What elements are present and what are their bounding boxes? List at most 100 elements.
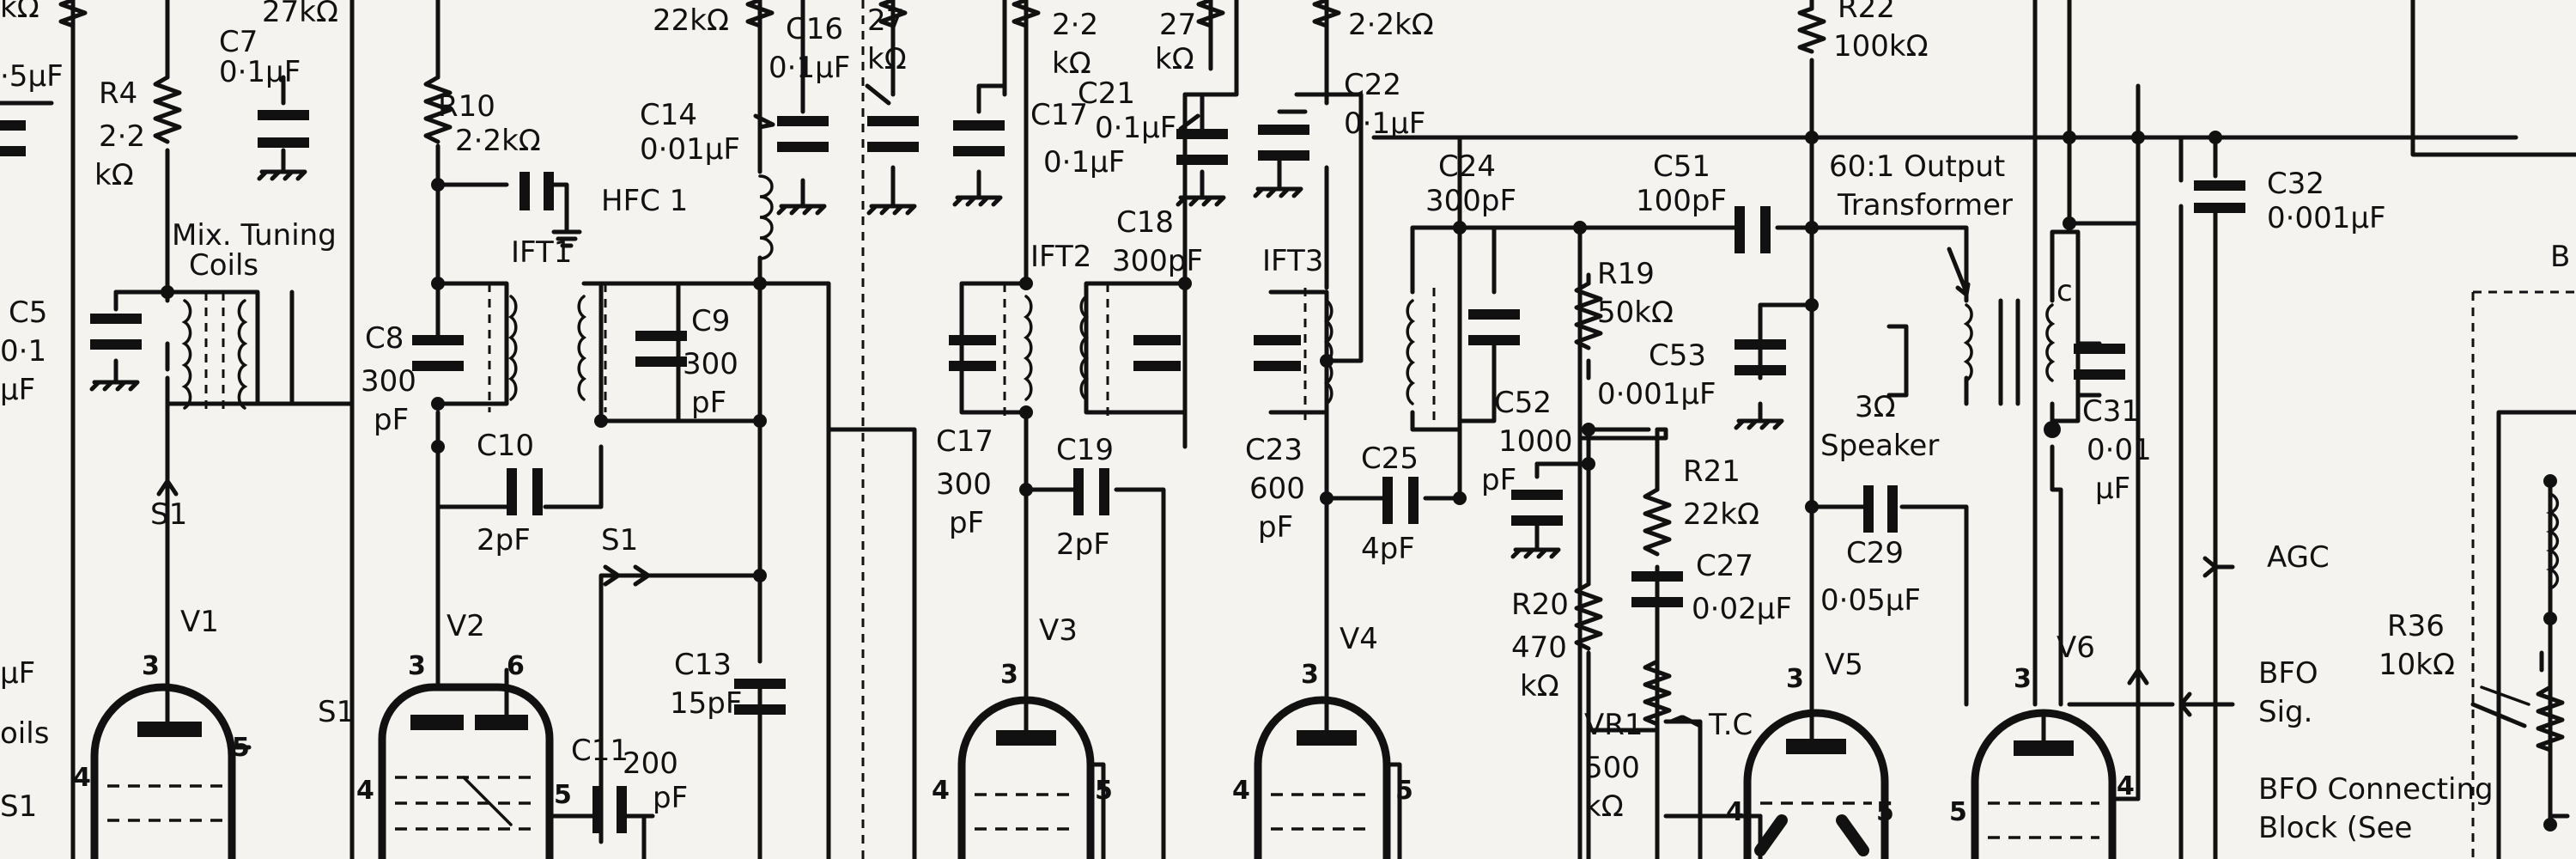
pin-v2-3: 3 [408,651,426,681]
label-c22-val: 0·1μF [1344,107,1425,141]
pin-v6-3: 3 [2014,664,2032,694]
label-27k: 27kΩ [262,0,338,29]
label-r36: R36 [2387,609,2445,643]
label-r20-v2: kΩ [1520,669,1559,704]
resistor-top-e [1312,0,1341,28]
label-c9-v1: 300 [683,347,738,381]
capacitor-c51 [1735,206,1771,253]
label-c5-v2: μF [0,373,35,407]
label-c21-val: 0·1μF [1095,111,1176,145]
capacitor-c5 [90,314,142,350]
label-ift2: IFT2 [1030,240,1091,274]
ground-c22 [1253,186,1303,198]
capacitor-c17 [953,120,1005,156]
pin-v5-3: 3 [1786,664,1804,694]
pin-v3-4: 4 [932,776,950,806]
label-c23: C23 [1245,433,1303,467]
capacitor-c18 [1133,335,1181,371]
resistor-r4 [153,75,182,144]
arrows [156,83,2527,844]
label-c18: C18 [1116,205,1174,240]
label-c14: C14 [640,98,697,132]
ift3-coil-b [1406,299,1416,405]
label-c27-val: 0·02μF [1692,592,1792,626]
capacitor-c22 [1258,125,1309,161]
label-mix-tuning: Mix. Tuning [172,218,337,253]
label-27b-k: kΩ [1155,42,1194,76]
resistor-r36 [2536,685,2565,752]
label-bfo-block-1: BFO Connecting [2258,772,2494,807]
label-r4-v1: 2·2 [99,119,145,154]
label-transformer-1: 60:1 Output [1829,149,2005,184]
capacitor-c29 [1863,485,1898,533]
label-22k: 22kΩ [653,3,729,38]
valve-v2 [378,683,655,859]
label-transformer-2: Transformer [1837,188,2013,222]
capacitor-c13 [734,679,786,715]
label-c21: C21 [1078,76,1135,111]
label-c18-val: 300pF [1112,244,1203,278]
label-speaker: Speaker [1820,429,1939,463]
label-r4-v2: kΩ [94,158,134,192]
label-bfo-block-2: Block (See [2258,811,2412,845]
label-c16: C16 [786,12,843,46]
ground-hfc1 [551,204,582,248]
label-c13: C13 [674,648,732,682]
label-r20: R20 [1511,588,1569,622]
valve-labels: V1 V2 V3 V4 V5 V6 3 4 5 3 6 4 5 3 4 5 3 … [73,605,2135,827]
label-c17b-v1: 300 [936,467,992,502]
label-c11: C11 [571,734,629,768]
label-ift3: IFT3 [1262,244,1323,278]
valve-v6 [1971,709,2141,859]
label-tc: T.C [1708,708,1753,742]
pin-v6-4: 4 [2117,771,2135,801]
valve-v3 [957,693,1106,859]
label-vr1-v2: kΩ [1584,789,1624,824]
pin-v2-4: 4 [356,776,374,806]
output-transformer-secondary [2045,303,2056,382]
label-left-uf: μF [0,656,35,691]
ground-c5 [89,380,140,392]
pin-v4-4: 4 [1232,776,1250,806]
ground-c21 [1176,195,1226,207]
label-r22: R22 [1838,0,1895,25]
label-r21-val: 22kΩ [1683,497,1759,532]
resistor-symbols [58,0,2565,752]
mix-coil-a [181,299,192,410]
label-c11-v2: pF [653,781,688,815]
capacitor-c17b [949,335,996,371]
label-coils: Coils [189,248,258,283]
label-s1-left: S1 [0,789,37,824]
capacitor-c7 [258,110,309,148]
label-c53-val: 0·001μF [1597,377,1716,411]
label-c31: C31 [2082,394,2140,429]
pin-v2-5: 5 [554,780,572,810]
label-r20-v1: 470 [1511,631,1567,665]
label-r10: R10 [438,89,495,124]
capacitor-c25 [1382,477,1419,524]
label-c16-val: 0·1μF [769,51,850,85]
label-27: 27 [867,3,904,38]
label-v5: V5 [1825,648,1863,682]
valve-v4 [1254,693,1402,859]
resistor-r22 [1797,6,1826,54]
resistor-r10 [423,75,453,144]
junction-dots [161,131,2557,832]
ift1-coil-a [507,295,518,401]
label-c52-v1: 1000 [1498,424,1573,459]
resistor-vr1 [1643,659,1672,727]
label-c9-v2: pF [691,386,726,420]
ground-symbols [89,169,1784,559]
label-bfo-sig: Sig. [2258,695,2312,729]
label-c52: C52 [1494,386,1552,420]
label-c27: C27 [1696,549,1753,583]
capacitor-c8 [412,335,464,371]
pin-v1-5: 5 [232,733,250,763]
resistor-r19 [1574,281,1603,350]
label-c17: C17 [1030,98,1088,132]
ground-c52 [1510,547,1561,559]
label-c8-v1: 300 [361,364,416,399]
resistor-top-c [1012,0,1041,28]
capacitor-c32 [2194,180,2245,213]
